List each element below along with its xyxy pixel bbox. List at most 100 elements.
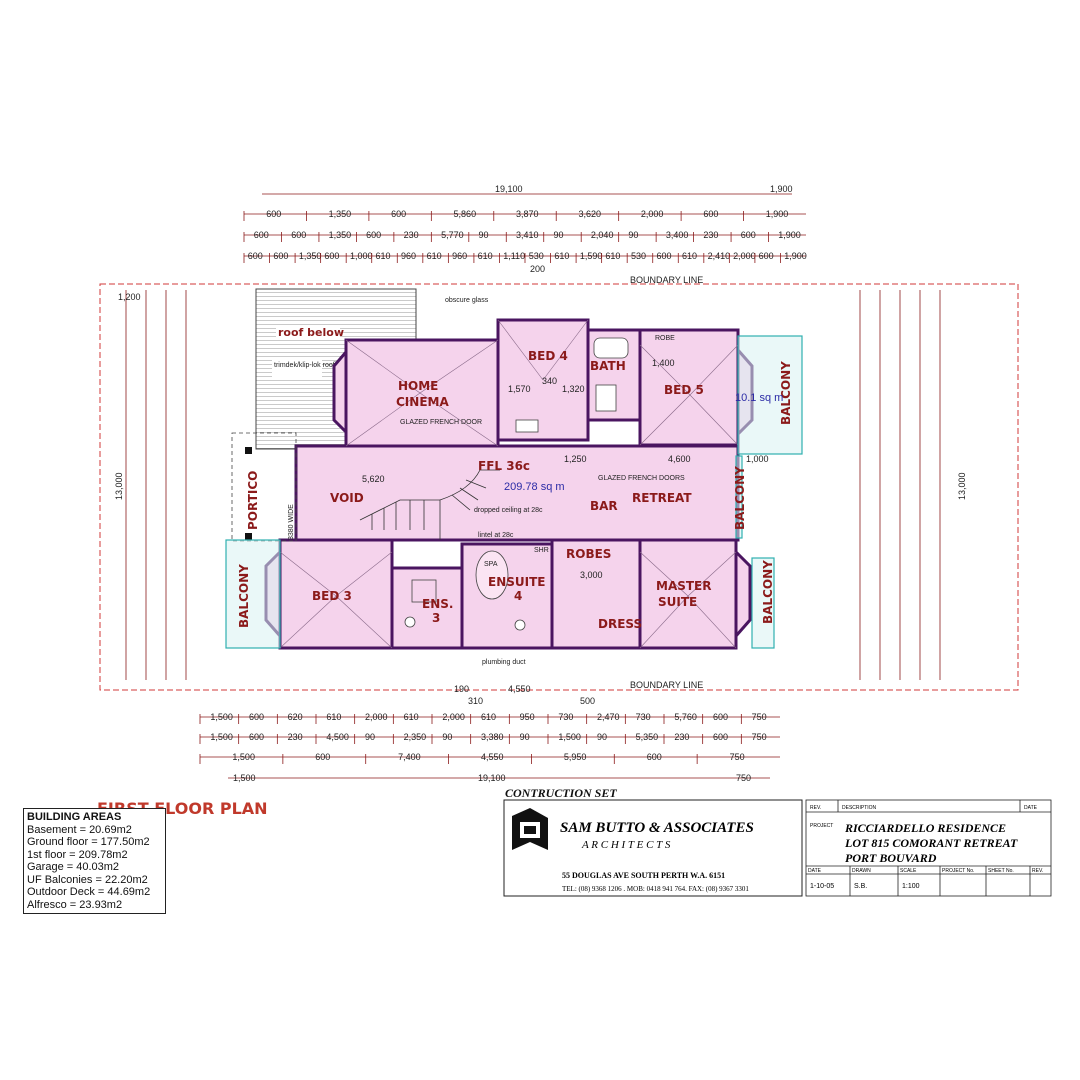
tb-col-value-2: 1:100: [902, 883, 920, 890]
bottom-dim-1-5: 610: [404, 712, 419, 722]
top-dim-2-13: 600: [741, 230, 756, 240]
interior-dim-2: 1,320: [562, 384, 585, 394]
top-dim-2-7: 3,410: [516, 230, 539, 240]
top-dim-3-1: 600: [273, 251, 288, 261]
tb-project-header: PROJECT: [810, 823, 833, 829]
construction-set-label: CONTRUCTION SET: [505, 786, 617, 800]
balcony-label-retreat: BALCONY: [733, 466, 747, 530]
top-dimension-rails: [244, 193, 806, 257]
boundary-label-bottom: BOUNDARY LINE: [630, 680, 703, 690]
plumbing-duct-label: plumbing duct: [482, 659, 526, 666]
firm-logo: [512, 808, 548, 850]
top-dim-3-8: 960: [452, 251, 467, 261]
top-dim-1-0: 600: [266, 209, 281, 219]
balcony-label-west: BALCONY: [237, 564, 251, 628]
room-master: MASTER: [656, 579, 712, 593]
boundary-line: [99, 283, 1019, 691]
bottom-dim-2-1: 600: [249, 732, 264, 742]
bottom-dim-1-6: 2,000: [442, 712, 465, 722]
tb-col-header-0: DATE: [808, 868, 822, 874]
bottom-dim-3-0: 1,500: [232, 752, 255, 762]
top-dim-1-3: 5,860: [454, 209, 477, 219]
tb-col-value-1: S.B.: [854, 883, 867, 890]
bottom-dim-2-12: 230: [674, 732, 689, 742]
bottom-dim-1-1: 600: [249, 712, 264, 722]
bottom-dim-3-5: 600: [647, 752, 662, 762]
room-bed5: BED 5: [664, 383, 704, 397]
left-overall-dim: 13,000: [114, 472, 124, 500]
top-dim-2-1: 600: [291, 230, 306, 240]
bottom-dim-2-9: 1,500: [558, 732, 581, 742]
bottom-dim-1-11: 730: [636, 712, 651, 722]
balcony-label-master: BALCONY: [761, 560, 775, 624]
spa-label: SPA: [484, 561, 498, 568]
top-dim-1-7: 600: [703, 209, 718, 219]
obscure-glass-label: obscure glass: [445, 297, 489, 304]
top-dim-3-2: 1,350: [299, 251, 322, 261]
tb-description-header: DESCRIPTION: [842, 805, 877, 811]
top-dim-1-6: 2,000: [641, 209, 664, 219]
top-dim-3-3: 600: [324, 251, 339, 261]
floor-level-label: FFL 36c: [478, 459, 530, 473]
balcony-label-east: BALCONY: [779, 361, 793, 425]
firm-phones: TEL: (08) 9368 1206 . MOB: 0418 941 764.…: [562, 885, 749, 893]
room-void: VOID: [330, 491, 364, 505]
top-dim-3-16: 600: [657, 251, 672, 261]
trimdek-label: trimdek/klip-lok roofing: [274, 362, 344, 369]
interior-dim-11: 200: [530, 264, 545, 274]
firm-address: 55 DOUGLAS AVE SOUTH PERTH W.A. 6151: [562, 871, 725, 880]
top-dim-2-2: 1,350: [329, 230, 352, 240]
top-overall-dim: 19,100: [495, 184, 523, 194]
top-dim-3-0: 600: [248, 251, 263, 261]
bottom-dim-1-0: 1,500: [210, 712, 233, 722]
bottom-dim-3-3: 4,550: [481, 752, 504, 762]
room-dress: DRESS: [598, 617, 642, 631]
bottom-dim-2-10: 90: [597, 732, 607, 742]
top-dim-2-4: 230: [404, 230, 419, 240]
bottom-dim-1-13: 600: [713, 712, 728, 722]
bottom-dim-2-3: 4,500: [326, 732, 349, 742]
shr-label: SHR: [534, 547, 549, 554]
side-dimension-rails: [125, 290, 941, 680]
bottom-dim-2-5: 2,350: [404, 732, 427, 742]
interior-dim-0: 5,620: [362, 474, 385, 484]
firm-subtitle: A R C H I T E C T S: [581, 839, 671, 851]
top-dim-3-17: 610: [682, 251, 697, 261]
total-area-label: 209.78 sq m: [504, 481, 565, 493]
room-home-cinema-2: CINEMA: [396, 395, 449, 409]
top-dim-1-5: 3,620: [578, 209, 601, 219]
room-ensuite4-num: 4: [514, 589, 522, 603]
bottom-dim-2-11: 5,350: [636, 732, 659, 742]
top-dim-2-10: 90: [628, 230, 638, 240]
interior-dim-9: 190: [454, 684, 469, 694]
top-dim-2-12: 230: [703, 230, 718, 240]
room-retreat: RETREAT: [632, 491, 692, 505]
lintel-label: lintel at 28c: [478, 532, 514, 539]
top-right-dim: 1,900: [770, 184, 793, 194]
tb-col-value-0: 1-10-05: [810, 883, 834, 890]
bottom-dim-1-3: 610: [326, 712, 341, 722]
tb-col-header-1: DRAWN: [852, 868, 871, 874]
bottom-left-dim: 1,500: [233, 773, 256, 783]
top-dim-2-8: 90: [553, 230, 563, 240]
balcony-area-east: 10.1 sq m: [735, 392, 783, 404]
staircase: [359, 469, 500, 540]
bottom-dim-1-9: 730: [558, 712, 573, 722]
bottom-dim-3-6: 750: [730, 752, 745, 762]
top-dim-2-11: 3,400: [666, 230, 689, 240]
top-dim-2-6: 90: [479, 230, 489, 240]
building-area-line-2: 1st floor = 209.78m2: [27, 848, 128, 861]
room-bed3: BED 3: [312, 589, 352, 603]
interior-dim-13: 1,200: [118, 292, 141, 302]
bottom-overall-dim: 19,100: [478, 773, 506, 783]
interior-dim-8: 4,550: [508, 684, 531, 694]
top-dim-3-18: 2,410: [708, 251, 731, 261]
glazed-french-doors-label: GLAZED FRENCH DOORS: [598, 475, 685, 482]
room-robes: ROBES: [566, 547, 611, 561]
bottom-dim-2-2: 230: [288, 732, 303, 742]
